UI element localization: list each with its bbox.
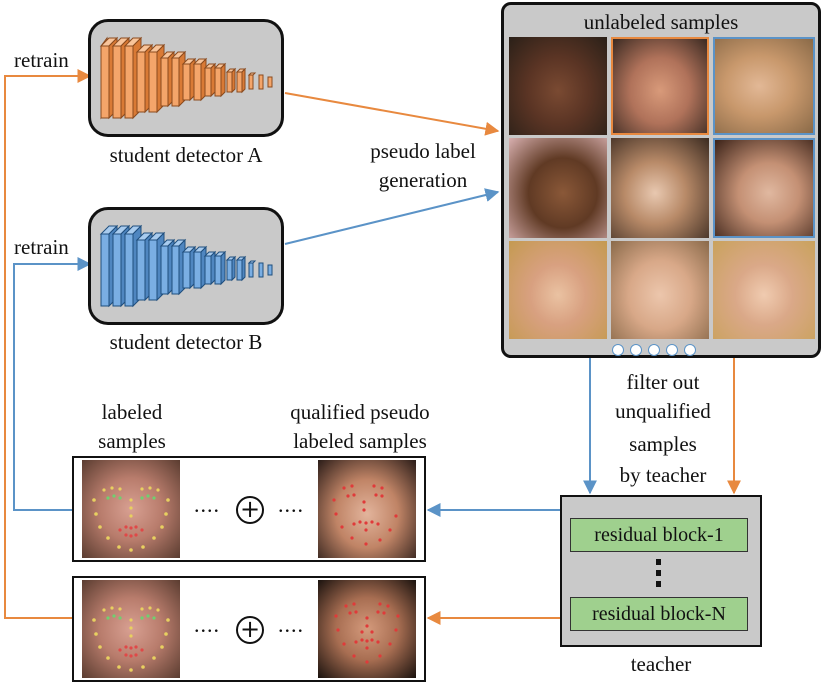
filter-text-4: by teacher (619, 463, 707, 487)
carousel-dot-icon (612, 344, 624, 356)
qualified-label-2: labeled samples (293, 429, 427, 453)
arrow-a-to-unlabeled (284, 92, 500, 136)
face-photo-icon (509, 138, 607, 238)
pseudo-label-text: pseudo label (370, 139, 476, 163)
carousel-dot-icon (666, 344, 678, 356)
teacher-label: teacher (630, 652, 692, 676)
carousel-dot-icon (648, 344, 660, 356)
training-set-row-2: .... + .... (72, 576, 426, 682)
labeled-samples-label-1: labeled (101, 400, 163, 424)
face-photo-icon (713, 138, 815, 238)
face-photo-icon (713, 37, 815, 135)
face-photo-icon (509, 241, 607, 339)
face-photo-icon (611, 138, 709, 238)
carousel-dot-icon (684, 344, 696, 356)
teacher-box: residual block-1 residual block-N (560, 495, 762, 647)
residual-block-n: residual block-N (570, 597, 748, 631)
carousel-dots (612, 344, 696, 356)
landmark-points (92, 606, 170, 672)
cnn-network-icon (99, 36, 273, 120)
face-photo-icon (611, 241, 709, 339)
student-detector-a-label: student detector A (109, 143, 263, 167)
face-photo-icon (509, 37, 607, 135)
landmark-points (332, 484, 398, 546)
face-photo-icon (82, 580, 180, 678)
labeled-samples-label-2: samples (98, 429, 166, 453)
retrain-loop-a (4, 69, 92, 619)
unlabeled-samples-title: unlabeled samples (583, 10, 739, 34)
residual-block-1: residual block-1 (570, 518, 748, 552)
student-detector-a (88, 19, 284, 137)
arrow-b-to-unlabeled (284, 188, 500, 245)
plus-icon: + (236, 616, 264, 644)
ellipsis-2: .... (278, 492, 304, 517)
student-detector-b (88, 207, 284, 325)
filter-text-2: unqualified (615, 399, 711, 423)
vertical-ellipsis-icon (656, 559, 661, 587)
face-photo-icon (318, 460, 416, 558)
generation-text: generation (378, 168, 468, 192)
ellipsis-3: .... (194, 612, 220, 637)
landmark-points (92, 486, 170, 552)
carousel-dot-icon (630, 344, 642, 356)
unlabeled-samples-panel: unlabeled samples (501, 2, 821, 358)
face-photo-icon (713, 241, 815, 339)
landmark-points (334, 602, 400, 664)
cnn-network-icon (99, 224, 273, 308)
face-photo-icon (611, 37, 709, 135)
retrain-label-a: retrain (14, 48, 69, 72)
retrain-label-b: retrain (14, 235, 69, 259)
training-set-row-1: .... + .... (72, 456, 426, 562)
qualified-label-1: qualified pseudo (290, 400, 430, 424)
ellipsis-1: .... (194, 492, 220, 517)
ellipsis-4: .... (278, 612, 304, 637)
filter-text-3: samples (629, 432, 697, 456)
face-photo-icon (82, 460, 180, 558)
filter-text-1: filter out (626, 370, 700, 394)
student-detector-b-label: student detector B (109, 330, 263, 354)
retrain-loop-b (13, 257, 92, 511)
plus-icon: + (236, 496, 264, 524)
face-photo-icon (318, 580, 416, 678)
